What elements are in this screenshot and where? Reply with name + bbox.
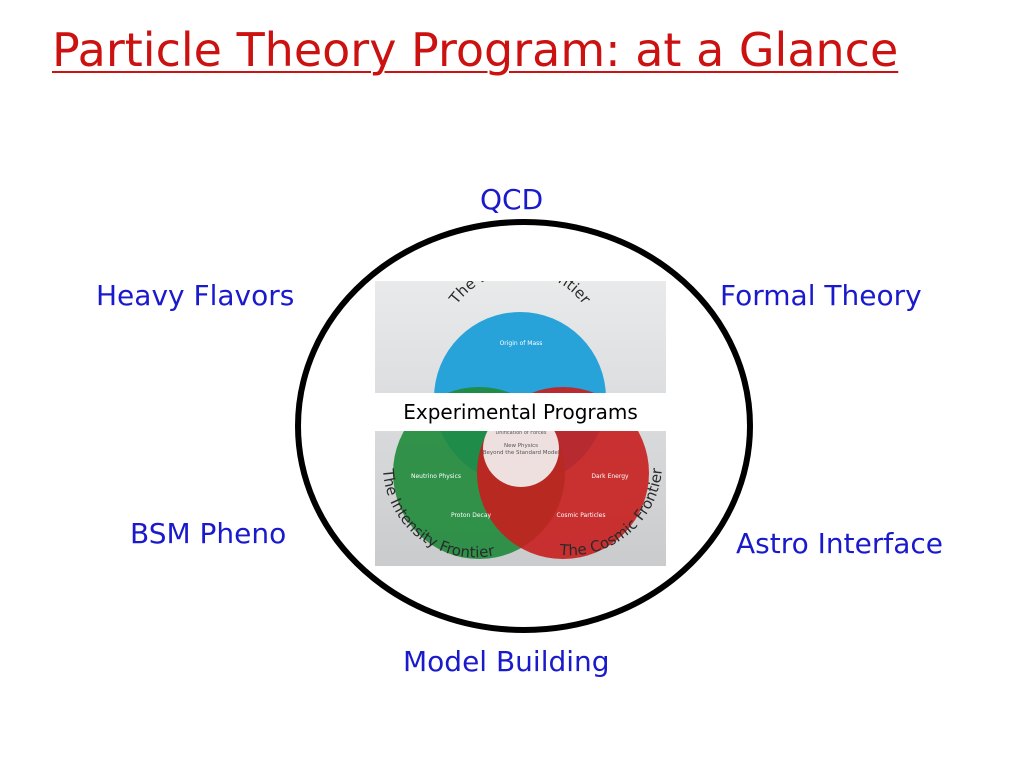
beyond-standard-model-label: Beyond the Standard Model	[483, 450, 560, 456]
cosmic-particles-label: Cosmic Particles	[557, 512, 606, 519]
proton-decay-label: Proton Decay	[451, 512, 492, 519]
neutrino-physics-label: Neutrino Physics	[411, 473, 461, 480]
unification-label: Unification of Forces	[496, 430, 547, 436]
label-bsm-pheno: BSM Pheno	[130, 517, 287, 550]
label-qcd: QCD	[480, 183, 544, 216]
label-model-building: Model Building	[403, 645, 610, 678]
label-formal-theory: Formal Theory	[720, 279, 922, 312]
dark-energy-label: Dark Energy	[591, 473, 629, 480]
label-heavy-flavors: Heavy Flavors	[96, 279, 295, 312]
experimental-programs-label: Experimental Programs	[375, 393, 666, 431]
new-physics-label: New Physics	[504, 443, 538, 449]
slide-title: Particle Theory Program: at a Glance	[52, 23, 899, 77]
origin-of-mass-label: Origin of Mass	[500, 340, 543, 347]
label-astro-interface: Astro Interface	[736, 527, 944, 560]
